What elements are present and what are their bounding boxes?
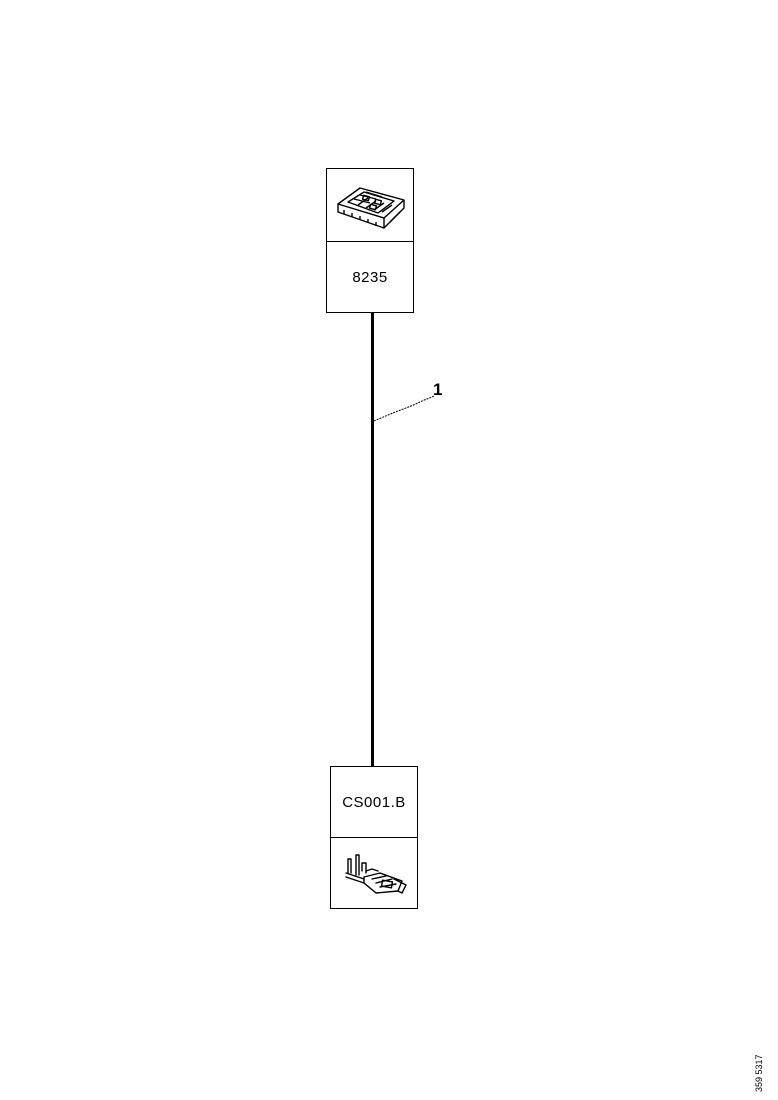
bottom-connector-divider (331, 837, 417, 838)
top-connector-box: 8235 (326, 168, 414, 313)
top-connector-image-cell (327, 169, 413, 241)
connector-housing-icon (337, 187, 405, 229)
reference-code: 359 5317 (754, 1054, 764, 1092)
terminal-pin-icon (345, 854, 407, 894)
bottom-connector-label: CS001.B (342, 793, 406, 811)
top-connector-divider (327, 241, 413, 242)
wire-callout-leader (370, 395, 435, 423)
wire-callout-number: 1 (433, 380, 443, 399)
top-connector-label: 8235 (352, 268, 388, 286)
wire-line (371, 313, 374, 766)
bottom-connector-image-cell (331, 838, 417, 908)
bottom-connector-box: CS001.B (330, 766, 418, 909)
